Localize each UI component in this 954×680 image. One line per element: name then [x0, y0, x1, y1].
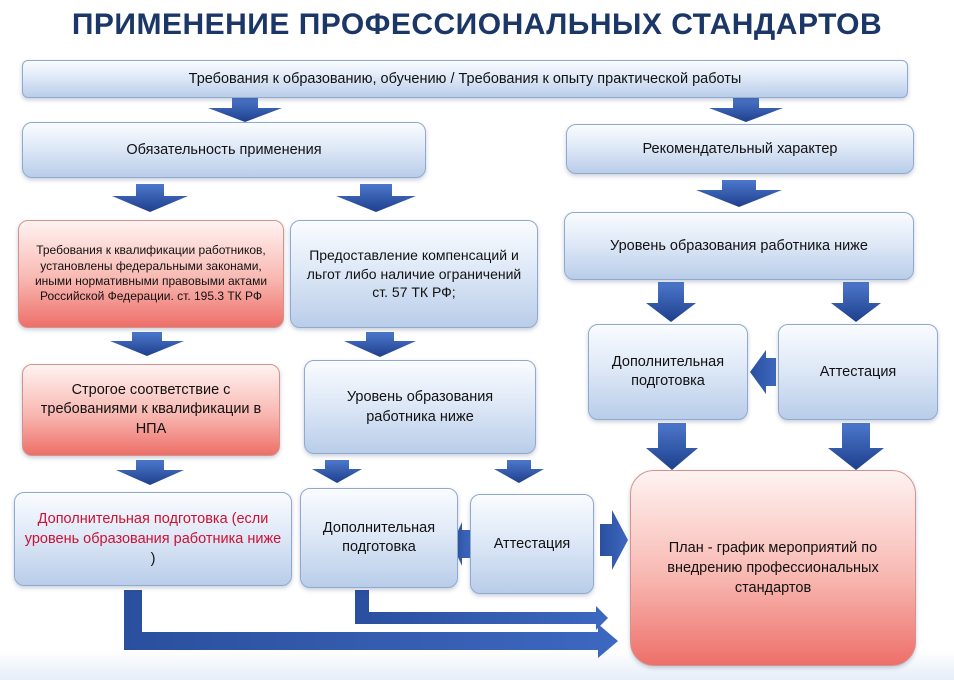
box-extra-training-right-text: Дополнительная подготовка	[611, 354, 725, 389]
box-mandatory-text: Обязательность применения	[126, 141, 322, 158]
box-plan: План - график мероприятий по внедрению п…	[630, 470, 916, 666]
arrow-top-to-mandatory	[208, 98, 282, 122]
arrow-extra-right-to-plan	[646, 423, 698, 470]
box-strict-compliance: Строгое соответствие с требованиями к кв…	[22, 364, 280, 456]
box-extra-training-left-text: Дополнительная подготовка (если уровень …	[23, 509, 283, 569]
box-compensation-text: Предоставление компенсаций и льгот либо …	[306, 246, 522, 301]
box-edu-lower-right-text: Уровень образования работника ниже	[610, 237, 868, 254]
box-extra-training-right: Дополнительная подготовка	[588, 324, 748, 420]
arrow-mandatory-to-qual	[112, 184, 188, 212]
arrow-extra-left-to-plan	[124, 590, 618, 658]
box-plan-text: План - график мероприятий по внедрению п…	[667, 539, 879, 597]
arrow-compensation-to-edu	[344, 332, 416, 357]
box-compensation: Предоставление компенсаций и льгот либо …	[290, 220, 538, 328]
arrow-qual-to-strict	[110, 332, 184, 356]
box-qual-requirements: Требования к квалификации работников, ус…	[18, 220, 284, 328]
box-edu-lower-right: Уровень образования работника ниже	[564, 212, 914, 280]
box-recommended: Рекомендательный характер	[566, 124, 914, 174]
arrow-edu-to-attestation-right	[831, 282, 881, 322]
arrow-strict-to-extra	[116, 460, 184, 485]
box-top-requirements: Требования к образованию, обучению / Тре…	[22, 60, 908, 98]
box-recommended-text: Рекомендательный характер	[642, 140, 838, 157]
arrow-attestation-mid-to-plan	[600, 510, 628, 570]
box-qual-requirements-text: Требования к квалификации работников, ус…	[34, 243, 268, 304]
arrow-attestation-right-to-plan	[828, 423, 884, 470]
arrow-top-to-recommended	[709, 98, 783, 122]
arrow-recommended-to-edu	[696, 180, 782, 207]
hint-text: Дополнительная подготовка (если уровень …	[24, 511, 282, 547]
box-attestation-mid-text: Аттестация	[493, 535, 571, 552]
hint-close-paren: )	[150, 551, 156, 567]
box-extra-training-mid: Дополнительная подготовка	[300, 488, 458, 588]
box-attestation-right: Аттестация	[778, 324, 938, 420]
box-attestation-right-text: Аттестация	[819, 363, 897, 380]
arrow-edu-to-extra-mid	[312, 460, 362, 483]
box-extra-training-mid-text: Дополнительная подготовка	[322, 520, 436, 555]
arrow-edu-to-attestation-mid	[494, 460, 544, 483]
arrow-extra-mid-to-plan	[355, 590, 608, 630]
box-top-requirements-text: Требования к образованию, обучению / Тре…	[188, 70, 742, 87]
arrow-attestation-to-extra-right	[750, 350, 776, 394]
page-title: ПРИМЕНЕНИЕ ПРОФЕССИОНАЛЬНЫХ СТАНДАРТОВ	[71, 8, 883, 41]
arrow-attestation-to-extra-mid	[452, 522, 470, 566]
box-edu-lower-mid: Уровень образования работника ниже	[304, 360, 536, 454]
box-strict-compliance-text: Строгое соответствие с требованиями к кв…	[40, 381, 262, 437]
box-attestation-mid: Аттестация	[470, 494, 594, 594]
box-edu-lower-mid-text: Уровень образования работника ниже	[346, 388, 494, 425]
arrow-edu-to-extra-right	[646, 282, 696, 322]
box-extra-training-left: Дополнительная подготовка (если уровень …	[14, 492, 292, 586]
arrow-mandatory-to-compensation	[336, 184, 416, 212]
box-mandatory: Обязательность применения	[22, 122, 426, 178]
